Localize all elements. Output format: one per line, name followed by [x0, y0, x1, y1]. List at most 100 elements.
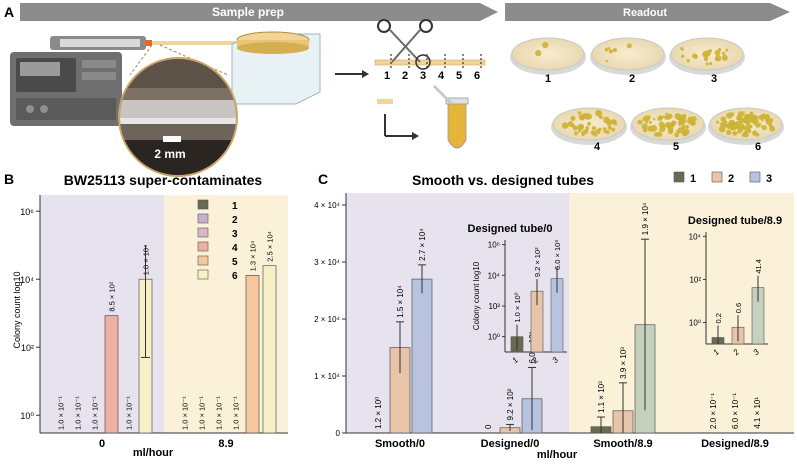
- legend-label: 3: [232, 229, 238, 240]
- sample-prep-banner: [20, 3, 498, 21]
- colony: [690, 121, 695, 126]
- y-tick-label: 3 × 10⁴: [314, 258, 340, 267]
- inset-value-label: 0.6: [734, 303, 743, 313]
- bar-value-label: 1.1 × 10³: [597, 381, 606, 413]
- colony: [574, 131, 579, 136]
- segment-label: 1: [384, 70, 390, 82]
- colony: [570, 123, 575, 128]
- colony: [590, 130, 595, 135]
- colony: [662, 115, 666, 118]
- culture-tube-icon: [432, 84, 469, 149]
- colony: [671, 120, 677, 126]
- x-tick-label: Smooth/8.9: [593, 438, 652, 450]
- legend-swatch: [749, 171, 761, 183]
- colony: [656, 131, 663, 137]
- colony: [642, 127, 648, 133]
- colony: [755, 132, 760, 137]
- bar-value-label: 1.5 × 10⁴: [396, 285, 405, 318]
- inset-title: Designed tube/8.9: [688, 215, 782, 227]
- inset-y-tick-label: 10⁴: [689, 232, 702, 241]
- legend-label: 3: [766, 173, 772, 185]
- plate-label: 6: [755, 141, 761, 153]
- panel-b: B BW25113 super-contaminates 10⁰10²10⁴10…: [4, 171, 288, 459]
- bar-value-label: 1.0 × 10⁻¹: [125, 396, 134, 430]
- colony: [702, 51, 709, 58]
- colony: [743, 132, 749, 138]
- bar-value-label: 1.0 × 10⁻¹: [74, 396, 83, 430]
- legend-swatch: [197, 199, 209, 210]
- x-tick-label: 0: [99, 438, 105, 450]
- legend-label: 1: [690, 173, 696, 185]
- bar-value-label: 8.5 × 10²: [108, 281, 117, 311]
- readout-label: Readout: [623, 7, 667, 19]
- plate-label: 3: [711, 73, 717, 85]
- colony: [722, 51, 726, 56]
- bar-value-label: 1.0 × 10⁻¹: [215, 396, 224, 430]
- colony: [703, 56, 709, 62]
- bar-value-label: 1.0 × 10⁻¹: [232, 396, 241, 430]
- colony: [755, 119, 759, 124]
- legend-swatch: [711, 171, 723, 183]
- y-tick-label: 2 × 10⁴: [314, 315, 340, 324]
- panel-b-ylabel: Colony count log10: [12, 271, 22, 348]
- inset-title: Designed tube/0: [468, 223, 553, 235]
- colony: [596, 110, 602, 116]
- colony: [561, 122, 569, 129]
- scissors-icon: [377, 19, 433, 63]
- legend-label: 2: [232, 215, 238, 226]
- colony: [752, 116, 756, 120]
- segment-label: 3: [420, 70, 426, 82]
- tube-line: [152, 41, 252, 45]
- colony: [733, 122, 740, 129]
- bar-value-label: 1.9 × 10⁴: [641, 202, 650, 235]
- colony: [678, 123, 682, 127]
- colony: [715, 55, 722, 62]
- plate-label: 2: [629, 73, 635, 85]
- bar-value-label: 1.0 × 10⁻¹: [181, 396, 190, 430]
- colony: [685, 124, 689, 129]
- colony: [608, 49, 614, 54]
- colony: [726, 112, 733, 119]
- panel-b-title: BW25113 super-contaminates: [64, 172, 263, 188]
- inset-value-label: 41.4: [754, 259, 763, 274]
- colony: [681, 113, 687, 119]
- bar-value-label: 1.0 × 10⁴: [142, 245, 151, 276]
- colony: [642, 117, 647, 122]
- flow-chamber-illustration: [231, 31, 321, 105]
- segment-label: 2: [402, 70, 408, 82]
- colony: [646, 115, 651, 119]
- inset-y-tick-label: 10²: [488, 302, 500, 311]
- legend-swatch: [197, 227, 209, 238]
- colony: [761, 113, 766, 119]
- x-tick-label: Smooth/0: [375, 438, 425, 450]
- bar-value-label: 2.0 × 10⁻¹: [709, 393, 718, 429]
- legend-swatch: [197, 241, 209, 252]
- inset-x-tick-label: 2: [731, 347, 742, 358]
- colony: [587, 121, 592, 126]
- scale-bar-label: 2 mm: [154, 147, 185, 161]
- colony: [591, 125, 597, 131]
- bar-value-label: 1.3 × 10⁴: [249, 241, 258, 272]
- colony: [709, 61, 713, 66]
- colony: [605, 119, 609, 123]
- colony: [683, 128, 690, 136]
- colony: [769, 118, 774, 123]
- colony: [708, 49, 713, 53]
- colony: [736, 116, 741, 121]
- colony: [690, 116, 697, 122]
- bar-value-label: 3.9 × 10³: [619, 347, 628, 379]
- inset-y-tick-label: 10⁴: [488, 271, 501, 280]
- legend-label: 1: [232, 201, 238, 212]
- colony: [612, 47, 617, 53]
- colony: [613, 122, 618, 126]
- colony: [714, 49, 721, 56]
- bar-value-label: 2.7 × 10⁴: [418, 228, 427, 261]
- bar: [262, 265, 277, 434]
- y-tick-label: 0: [336, 429, 341, 438]
- colony: [663, 127, 666, 130]
- colony: [626, 43, 632, 49]
